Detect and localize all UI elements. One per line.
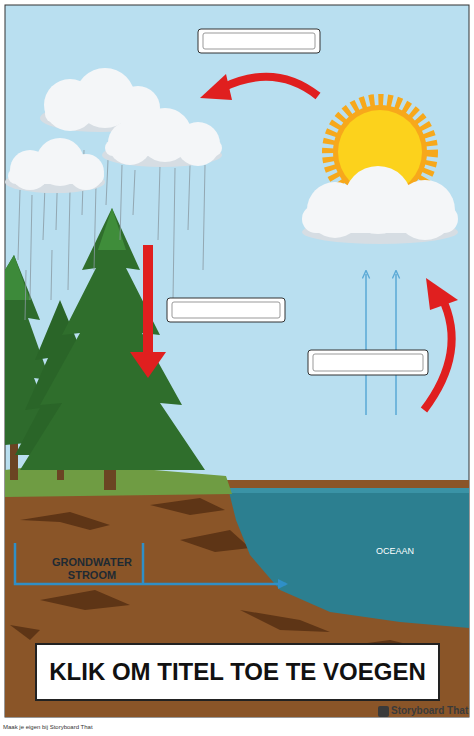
vapour-arrows <box>366 274 396 415</box>
ground <box>5 480 469 717</box>
cloud <box>302 166 458 244</box>
ocean-label: OCEAAN <box>360 546 430 556</box>
precipitation-arrow <box>130 245 166 378</box>
logo-text: Storyboard That <box>391 705 469 717</box>
condensation-arrow <box>200 74 318 100</box>
ocean <box>228 488 469 628</box>
sky <box>5 5 469 717</box>
empty-label-box <box>167 29 428 375</box>
pine-tree-large <box>20 208 205 490</box>
evaporation-arrow <box>424 278 458 410</box>
cloud <box>5 138 105 193</box>
title-box: KLIK OM TITEL TOE TE VOEGEN <box>35 643 440 701</box>
logo-icon <box>378 706 389 717</box>
groundwater-arrows <box>15 543 286 584</box>
watermark: Maak je eigen bij Storyboard That <box>3 724 203 731</box>
groundwater-label: GRONDWATER STROOM <box>44 556 140 581</box>
title-text: KLIK OM TITEL TOE TE VOEGEN <box>49 658 425 686</box>
grass <box>5 465 232 497</box>
ocean-surface <box>228 488 469 493</box>
cloud <box>102 108 222 167</box>
